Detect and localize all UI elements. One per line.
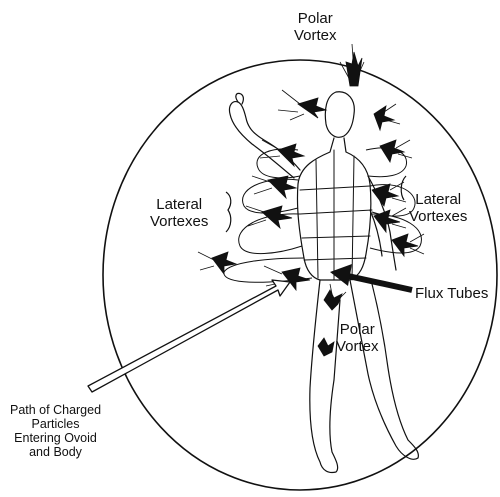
figure-right-leg bbox=[350, 280, 418, 459]
flux-tubes-label: Flux Tubes bbox=[415, 285, 488, 302]
vortex-burst-right-1 bbox=[380, 140, 412, 162]
lateral-right-line2: Vortexes bbox=[409, 208, 467, 225]
lateral-left-line2: Vortexes bbox=[150, 213, 208, 230]
charged-particles-label: Path of Charged Particles Entering Ovoid… bbox=[10, 403, 101, 459]
lateral-left-line1: Lateral bbox=[150, 196, 208, 213]
charged-particles-line2: Particles bbox=[10, 417, 101, 431]
vortex-burst-lower-left bbox=[198, 252, 236, 274]
vortex-burst-left-1 bbox=[260, 140, 304, 166]
charged-particles-line1: Path of Charged bbox=[10, 403, 101, 417]
lateral-vortexes-right-label: Lateral Vortexes bbox=[409, 191, 467, 225]
vortex-burst-upper-right bbox=[374, 104, 400, 130]
charged-particles-line3: Entering Ovoid bbox=[10, 431, 101, 445]
polar-vortex-top-line1: Polar bbox=[294, 10, 337, 27]
charged-particle-path-arrow bbox=[88, 280, 290, 392]
polar-vortex-bottom-label: Polar Vortex bbox=[336, 321, 379, 355]
vortex-burst-left-3 bbox=[246, 206, 292, 228]
polar-vortex-top-line2: Vortex bbox=[294, 27, 337, 44]
figure-raised-arm bbox=[229, 102, 300, 178]
flux-tube-grid bbox=[300, 150, 372, 280]
vortex-burst-shin bbox=[318, 338, 334, 356]
lateral-vortexes-left-label: Lateral Vortexes bbox=[150, 196, 208, 230]
ovoid-outline bbox=[103, 60, 497, 490]
vortex-burst-upper-left bbox=[278, 90, 326, 120]
charged-particles-line4: and Body bbox=[10, 445, 101, 459]
vortex-burst-right-3 bbox=[374, 208, 406, 232]
flux-tubes-arrow bbox=[330, 264, 412, 290]
vortex-burst-knee bbox=[324, 284, 346, 310]
figure-head bbox=[325, 92, 354, 138]
polar-vortex-bottom-line1: Polar bbox=[336, 321, 379, 338]
polar-vortex-top-label: Polar Vortex bbox=[294, 10, 337, 44]
polar-vortex-bottom-line2: Vortex bbox=[336, 338, 379, 355]
lateral-right-line1: Lateral bbox=[409, 191, 467, 208]
figure-left-leg bbox=[310, 280, 340, 473]
left-lateral-brace bbox=[226, 192, 231, 232]
